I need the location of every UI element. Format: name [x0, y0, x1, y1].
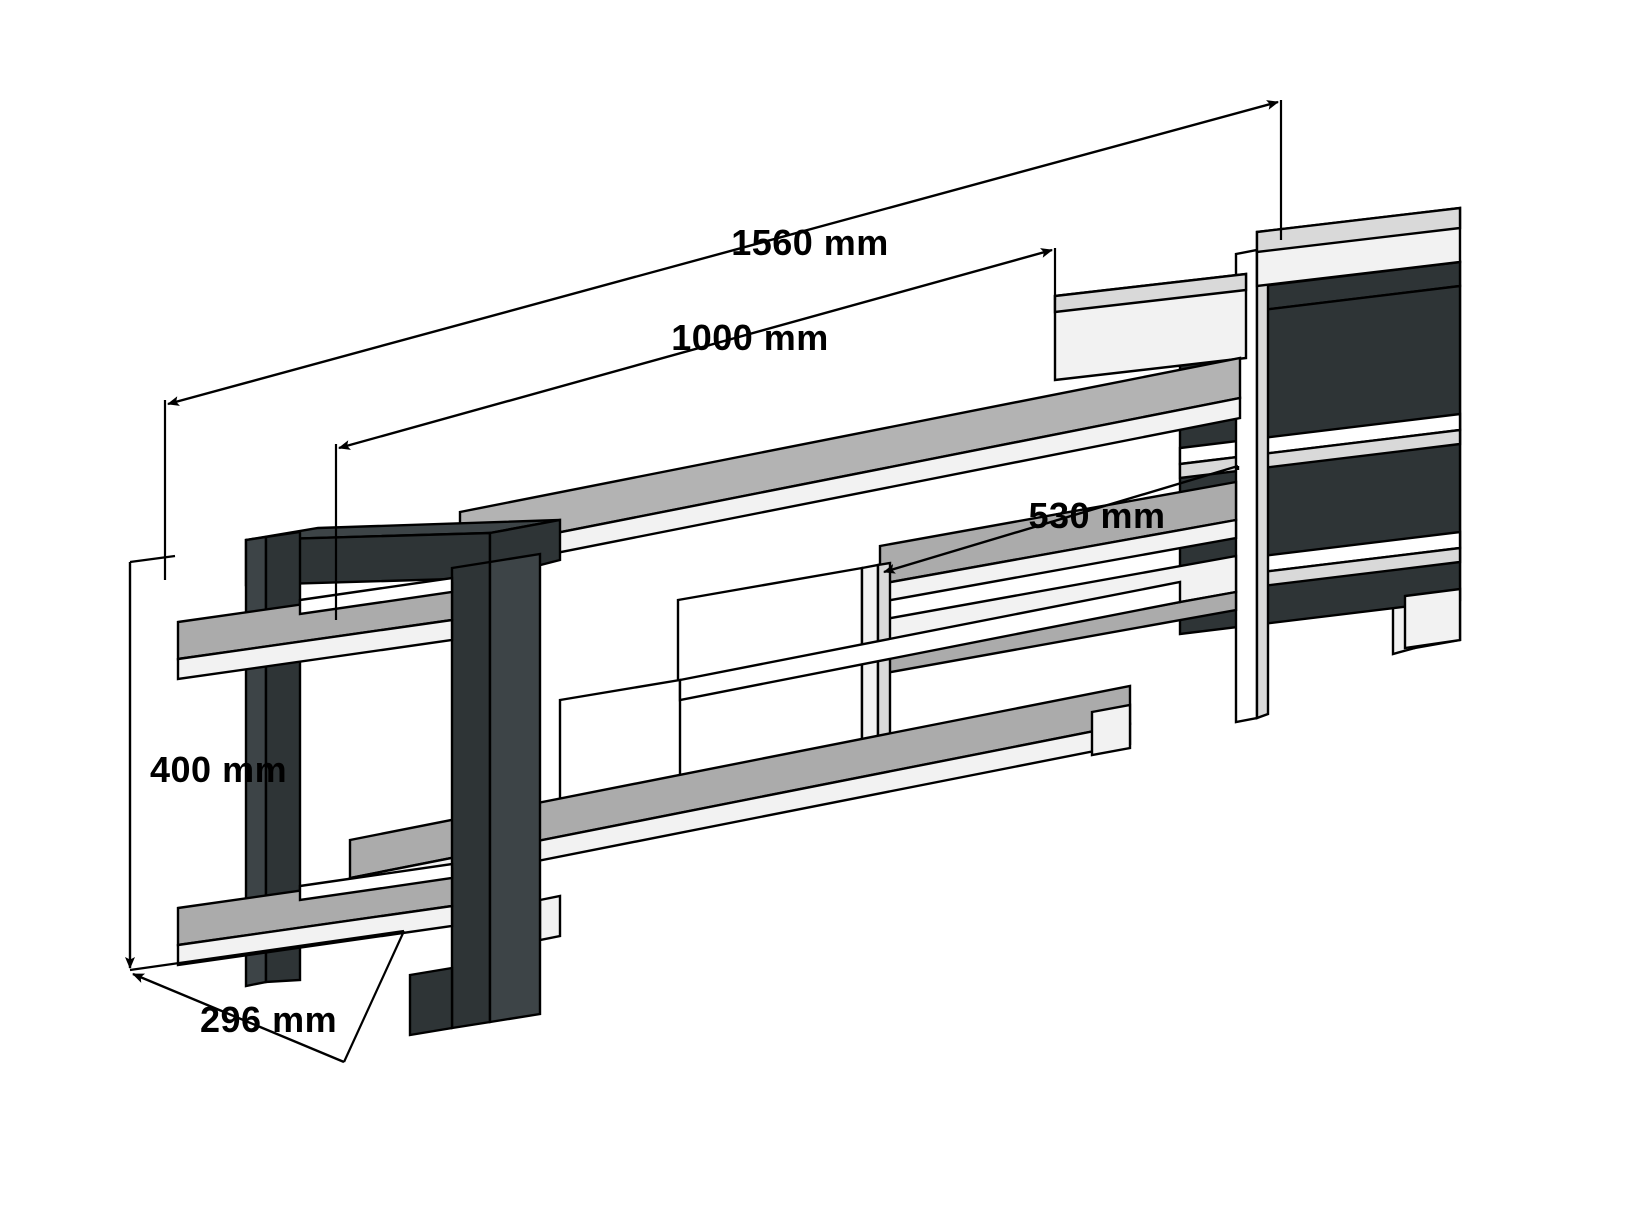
dim-1000-label: 1000 mm	[671, 317, 829, 358]
dim-1000-line	[338, 248, 1053, 450]
dim-400-top-extension	[129, 554, 176, 564]
dim-296-line	[132, 972, 345, 1064]
right-divider-panel-edge	[1255, 246, 1270, 720]
dim-530-label: 530 mm	[1028, 495, 1165, 536]
dim-296-front-extension	[342, 930, 406, 1063]
left-frame-right-stile-side	[488, 552, 542, 1024]
cabinet-right-foot	[1090, 703, 1132, 757]
left-lower-shelf-back	[298, 862, 454, 902]
dim-530-line-left	[883, 464, 1239, 574]
dimension-296: 296 mm	[129, 929, 406, 1064]
dim-296-label: 296 mm	[200, 999, 337, 1040]
left-upper-shelf-back	[298, 576, 454, 616]
dimension-530: 530 mm	[883, 464, 1240, 574]
left-frame-module	[176, 518, 562, 1037]
left-upper-shelf-edge	[176, 618, 454, 681]
left-frame-right-stile-face	[450, 560, 492, 1030]
dimension-400: 400 mm	[125, 554, 287, 969]
left-frame-bottom-toe	[408, 966, 454, 1037]
dim-1560-label: 1560 mm	[731, 222, 889, 263]
cabinet-bottom-back-strip	[678, 580, 1182, 702]
dim-296-back-extension	[129, 929, 405, 972]
right-module-foot	[1403, 587, 1462, 650]
cabinet-bottom-left-rail	[538, 894, 562, 942]
dim-400-label: 400 mm	[150, 749, 287, 790]
dimension-1000: 1000 mm	[334, 248, 1057, 620]
left-lower-shelf-edge	[176, 904, 454, 967]
